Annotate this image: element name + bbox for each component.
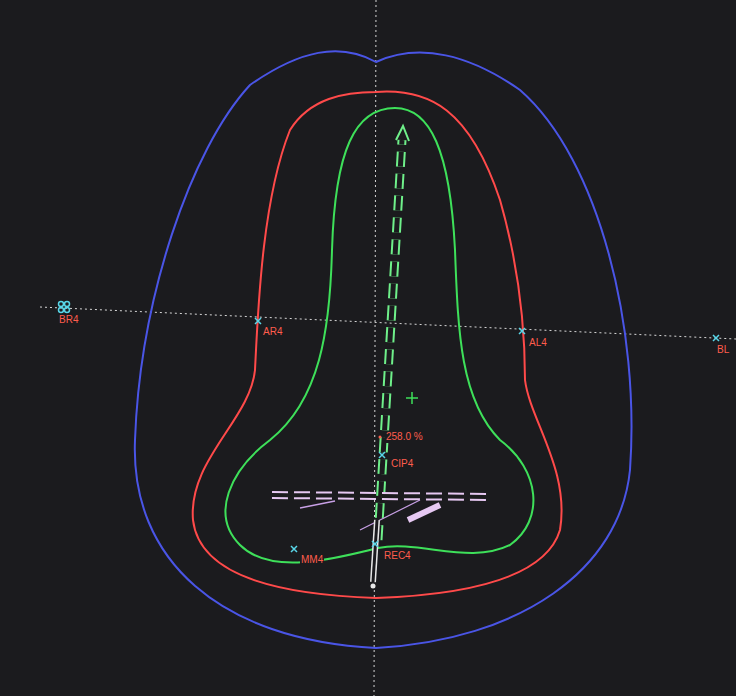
- point-label: MM4: [300, 554, 324, 566]
- probe-tip: [371, 584, 376, 589]
- point-markers: [59, 302, 720, 553]
- ovoid-applicator: [272, 495, 490, 497]
- point-label: CIP4: [390, 458, 414, 470]
- tandem-applicator: [378, 140, 402, 540]
- ovoid-wire: [360, 500, 420, 530]
- tandem-inner: [378, 140, 402, 540]
- point-label: AL4: [528, 337, 548, 349]
- rectal-probe: [373, 520, 377, 582]
- max-dose-point: [379, 436, 382, 439]
- middle-isodose-line: [193, 92, 562, 598]
- ovoid-wire: [300, 501, 335, 508]
- outer-isodose-line: [135, 51, 632, 648]
- point-label: REC4: [383, 550, 412, 562]
- tandem-tip-arrow: [396, 126, 409, 141]
- crosshair: [406, 392, 418, 404]
- rectal-probe-inner: [373, 520, 377, 582]
- point-label: AR4: [262, 326, 283, 338]
- ovoid-source: [408, 505, 440, 520]
- inner-isodose-line: [226, 108, 534, 563]
- ovoid-inner: [272, 495, 490, 497]
- point-label: BL: [716, 344, 730, 356]
- vertical-axis: [374, 0, 376, 696]
- point-label: BR4: [58, 314, 79, 326]
- dose-label: 258.0 %: [385, 431, 424, 443]
